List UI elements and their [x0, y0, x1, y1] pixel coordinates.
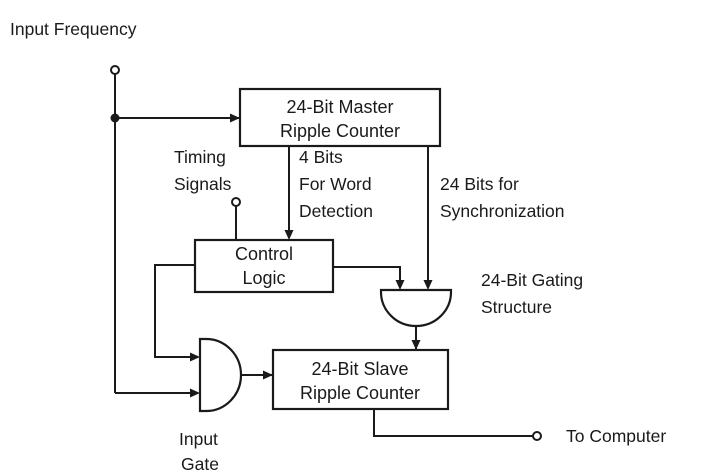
timing-signals-terminal	[231, 197, 241, 207]
slave-counter-label-line1: 24-Bit Slave	[311, 359, 408, 379]
control-logic-label-line2: Logic	[242, 268, 285, 288]
word-detection-label-line1: 4 Bits	[299, 147, 343, 167]
input-frequency-label: Input Frequency	[10, 19, 137, 39]
input-gate-label-line1: Input	[179, 429, 218, 449]
control-to-gating-wire	[333, 266, 401, 283]
arrow-into-slave-from-gate	[263, 370, 273, 380]
gating-structure-label-line1: 24-Bit Gating	[481, 270, 583, 290]
control-logic-label-line1: Control	[235, 244, 293, 264]
sync-label-line2: Synchronization	[440, 201, 565, 221]
slave-to-computer-wire	[373, 409, 533, 437]
control-to-gate-wire	[154, 264, 197, 358]
arrow-into-gate-lower	[190, 388, 200, 398]
gating-structure-label-line2: Structure	[481, 297, 552, 317]
input-junction-dot	[110, 113, 120, 123]
arrow-into-slave-from-gating	[411, 340, 421, 350]
slave-counter-label-line2: Ripple Counter	[300, 383, 420, 403]
sync-label-line1: 24 Bits for	[440, 174, 519, 194]
wires	[114, 74, 533, 437]
control-logic-block: Control Logic	[193, 238, 335, 294]
word-detection-label-line3: Detection	[299, 201, 373, 221]
master-counter-label-line1: 24-Bit Master	[286, 97, 393, 117]
input-gate-label-line2: Gate	[181, 454, 219, 474]
gating-structure-and-gate	[379, 288, 453, 328]
arrowheads	[190, 113, 433, 398]
master-counter-label-line2: Ripple Counter	[280, 121, 400, 141]
arrow-into-gating-control	[395, 280, 405, 290]
slave-ripple-counter-block: 24-Bit Slave Ripple Counter	[271, 348, 450, 411]
labels: Input Frequency Timing Signals 4 Bits Fo…	[10, 19, 666, 474]
to-computer-label: To Computer	[566, 426, 666, 446]
arrow-into-gating-sync	[423, 280, 433, 290]
input-frequency-terminal	[110, 65, 120, 75]
word-detection-label-line2: For Word	[299, 174, 372, 194]
master-ripple-counter-block: 24-Bit Master Ripple Counter	[238, 87, 442, 148]
arrow-into-gate-upper	[190, 352, 200, 362]
arrow-into-control	[284, 230, 294, 240]
timing-signals-label-line1: Timing	[174, 147, 226, 167]
arrow-into-master	[230, 113, 240, 123]
timing-signals-label-line2: Signals	[174, 174, 232, 194]
input-and-gate	[198, 337, 243, 413]
to-computer-terminal	[532, 431, 542, 441]
